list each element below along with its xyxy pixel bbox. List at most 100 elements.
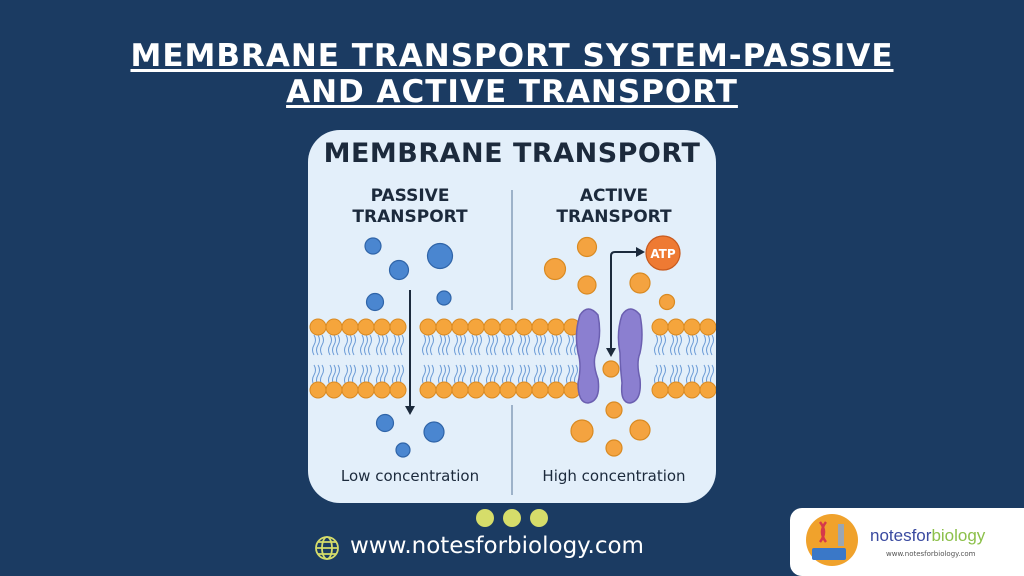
dot: [530, 509, 548, 527]
lipid-tail: [566, 334, 570, 386]
lipid-tail: [502, 334, 506, 386]
dot: [503, 509, 521, 527]
active-molecule: [602, 360, 620, 378]
lipid-tail: [442, 334, 446, 386]
lipid-head: [373, 318, 391, 336]
globe-icon: [315, 536, 339, 560]
passive-molecule: [423, 421, 445, 443]
lipid-tail: [470, 334, 474, 386]
lipid-tail: [490, 334, 494, 386]
lipid-tail: [344, 334, 348, 386]
active-molecule: [605, 401, 623, 419]
website-url[interactable]: www.notesforbiology.com: [350, 533, 644, 559]
pump-arrow: [610, 251, 637, 350]
lipid-tail: [486, 334, 490, 386]
lipid-head: [357, 381, 375, 399]
logo: notesforbiology www.notesforbiology.com: [790, 508, 1024, 576]
lipid-head: [389, 318, 407, 336]
lipid-tail: [534, 334, 538, 386]
lipid-tail: [526, 334, 530, 386]
logo-url: www.notesforbiology.com: [886, 550, 976, 558]
passive-molecule: [395, 442, 411, 458]
logo-brand: notesforbiology: [870, 526, 986, 545]
lipid-head: [651, 318, 669, 336]
lipid-tail: [662, 334, 666, 386]
lipid-head: [483, 381, 501, 399]
membrane-diagram: ATP: [309, 190, 716, 495]
lipid-tail: [510, 334, 514, 386]
arrow-head: [405, 406, 415, 415]
lipid-tail: [376, 334, 380, 386]
lipid-head: [419, 381, 437, 399]
title-line-1: MEMBRANE TRANSPORT SYSTEM-PASSIVE: [130, 38, 894, 74]
lipid-tail: [474, 334, 478, 386]
lipid-tail: [706, 334, 710, 386]
lipid-tail: [550, 334, 554, 386]
active-molecule: [577, 275, 597, 295]
lipid-tail: [670, 334, 674, 386]
lipid-tail: [710, 334, 714, 386]
lipid-head: [699, 318, 716, 336]
lipid-head: [499, 318, 517, 336]
lipid-head: [499, 381, 517, 399]
lipid-head: [683, 318, 701, 336]
lipid-head: [515, 318, 533, 336]
lipid-tail: [690, 334, 694, 386]
active-molecule: [658, 293, 676, 311]
atp-molecule: [645, 235, 681, 271]
lipid-tail: [478, 334, 482, 386]
lipid-head: [435, 318, 453, 336]
page-title: MEMBRANE TRANSPORT SYSTEM-PASSIVE AND AC…: [0, 38, 1024, 110]
arrow-head: [636, 247, 645, 257]
passive-molecule: [426, 242, 454, 270]
lipid-tail: [506, 334, 510, 386]
lipid-tail: [426, 334, 430, 386]
lipid-head: [435, 381, 453, 399]
lipid-tail: [348, 334, 352, 386]
title-line-2: AND ACTIVE TRANSPORT: [286, 74, 738, 110]
lipid-tail: [694, 334, 698, 386]
lipid-tail: [430, 334, 434, 386]
lipid-head: [699, 381, 716, 399]
lipid-tail: [384, 334, 388, 386]
lipid-head: [683, 381, 701, 399]
lipid-tail: [396, 334, 400, 386]
lipid-head: [325, 381, 343, 399]
lipid-tail: [336, 334, 340, 386]
lipid-head: [373, 381, 391, 399]
lipid-head: [667, 381, 685, 399]
active-molecule: [576, 236, 598, 258]
lipid-tail: [312, 334, 316, 386]
passive-molecule: [364, 237, 382, 255]
active-molecule: [629, 272, 651, 294]
lipid-tail: [654, 334, 658, 386]
lipid-head: [325, 318, 343, 336]
lipid-tail: [522, 334, 526, 386]
lipid-head: [451, 318, 469, 336]
carrier-protein: [617, 308, 643, 404]
passive-molecule: [388, 259, 410, 281]
atp-label: ATP: [650, 247, 676, 261]
lipid-head: [531, 381, 549, 399]
lipid-tail: [658, 334, 662, 386]
arrow-head: [606, 348, 616, 357]
carrier-protein: [575, 308, 601, 404]
lipid-tail: [458, 334, 462, 386]
lipid-head: [651, 381, 669, 399]
lipid-tail: [570, 334, 574, 386]
lipid-tail: [380, 334, 384, 386]
lipid-head: [357, 318, 375, 336]
lipid-head: [451, 381, 469, 399]
lipid-tail: [538, 334, 542, 386]
lipid-head: [309, 381, 327, 399]
active-molecule: [543, 257, 567, 281]
lipid-tail: [368, 334, 372, 386]
lipid-head: [531, 318, 549, 336]
active-molecule: [605, 439, 623, 457]
low-concentration-label: Low concentration: [340, 467, 480, 485]
lipid-tail: [462, 334, 466, 386]
lipid-tail: [392, 334, 396, 386]
lipid-head: [341, 381, 359, 399]
lipid-tail: [352, 334, 356, 386]
